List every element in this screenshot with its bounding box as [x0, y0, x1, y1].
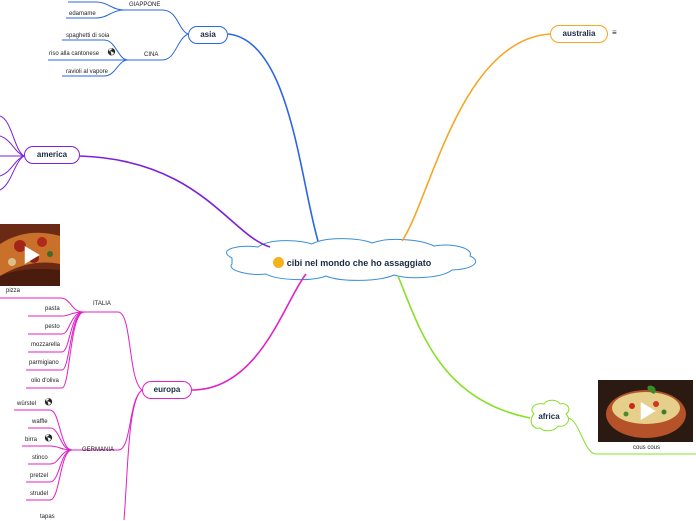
food-item[interactable]: stinco [32, 455, 48, 461]
food-item[interactable]: pesto [45, 324, 60, 330]
food-item[interactable]: waffle [32, 419, 48, 425]
branch-europa[interactable]: europa [142, 381, 192, 399]
food-item[interactable]: riso alla cantonese [49, 51, 100, 57]
australia-connectors [401, 33, 551, 242]
central-topic[interactable]: cibi nel mondo che ho assaggiato [262, 252, 442, 274]
food-item[interactable]: pretzel [30, 473, 49, 479]
food-item[interactable]: strudel [30, 491, 49, 497]
food-item[interactable]: edamame [69, 11, 96, 17]
food-item[interactable]: pasta [45, 306, 60, 312]
africa-connectors [397, 275, 696, 455]
asia-connectors [48, 1, 319, 242]
cous-cous-video-thumbnail[interactable] [598, 380, 693, 442]
globe-link-icon[interactable]: 🌎︎ [44, 399, 53, 406]
center-cloud-shape [226, 238, 477, 281]
food-item[interactable]: olio d'oliva [31, 378, 59, 384]
notes-icon[interactable]: ≡ [612, 28, 617, 37]
food-item[interactable]: würstel [17, 401, 37, 407]
pizza-video-thumbnail[interactable] [0, 224, 60, 286]
central-title: cibi nel mondo che ho assaggiato [286, 258, 432, 268]
subtopic-germania[interactable]: GERMANIA [82, 447, 115, 453]
branch-asia[interactable]: asia [188, 26, 228, 44]
star-struck-emoji-icon [272, 257, 284, 269]
food-item[interactable]: parmigiano [29, 360, 59, 366]
subtopic-tapas[interactable]: tapas [40, 514, 55, 520]
africa-cloud-shape [530, 399, 570, 432]
branch-australia[interactable]: australia [550, 25, 608, 43]
media-caption: cous cous [633, 445, 661, 451]
subtopic-giappone[interactable]: GIAPPONE [129, 2, 161, 8]
globe-link-icon[interactable]: 🌎︎ [44, 435, 53, 442]
subtopic-cina[interactable]: CINA [144, 52, 159, 58]
play-icon[interactable] [640, 402, 656, 420]
media-caption: pizza [6, 288, 21, 294]
food-item[interactable]: spaghetti di soia [66, 33, 110, 39]
subtopic-italia[interactable]: ITALIA [93, 301, 111, 307]
food-item[interactable]: birra [25, 437, 38, 443]
food-item[interactable]: mozzarella [31, 342, 61, 348]
globe-link-icon[interactable]: 🌎︎ [107, 49, 116, 56]
branch-america[interactable]: america [24, 146, 80, 164]
food-item[interactable]: ravioli al vapore [66, 69, 109, 75]
europa-connectors [0, 273, 307, 520]
branch-africa[interactable]: africa [538, 412, 560, 421]
play-icon[interactable] [24, 246, 40, 264]
america-connectors [0, 115, 271, 248]
